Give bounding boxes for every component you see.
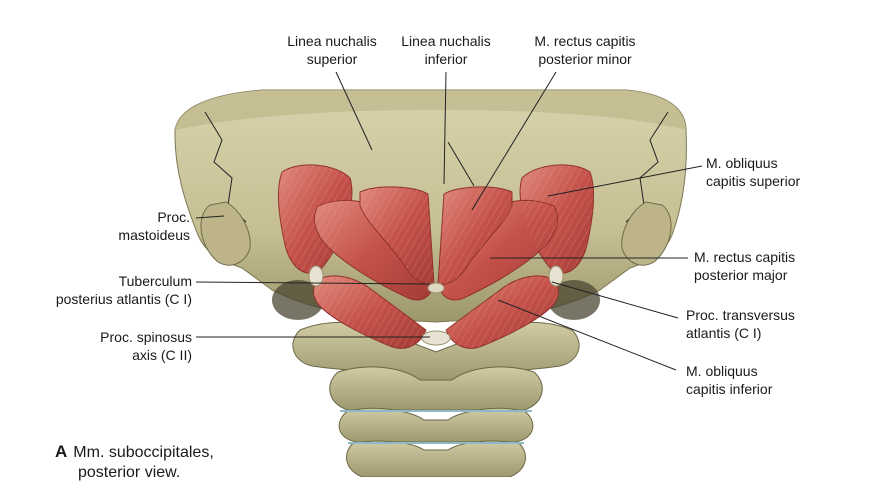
label-proc-transversus-atlantis: Proc. transversus atlantis (C I)	[686, 307, 795, 341]
vertebra-c3	[338, 407, 534, 443]
leader-rectus-minor	[471, 71, 557, 211]
caption-letter: A	[55, 442, 68, 461]
caption-line-2: posterior view.	[78, 464, 181, 481]
leader-linea-nuchalis-inferior-a	[443, 71, 447, 185]
caption-line-1: Mm. suboccipitales,	[73, 444, 214, 461]
leader-linea-nuchalis-inferior-b	[447, 141, 475, 187]
vertebra-c4	[346, 440, 526, 477]
foramen-shadow-left	[272, 280, 324, 320]
label-obliquus-capitis-inferior: M. obliquus capitis inferior	[686, 363, 773, 397]
leader-tuberculum	[195, 281, 431, 285]
axis-vertebra	[329, 366, 543, 411]
label-proc-spinosus-axis: Proc. spinosus axis (C II)	[100, 329, 192, 363]
label-linea-nuchalis-superior: Linea nuchalis superior	[287, 33, 377, 67]
atlas-tubercle	[427, 282, 445, 294]
left-mastoid-process	[200, 201, 251, 266]
skull-rim	[175, 90, 686, 130]
transverse-process-left-tendon	[308, 265, 324, 287]
transverse-process-right-tendon	[548, 265, 564, 287]
leader-lines	[195, 71, 703, 371]
label-tuberculum-posterius-atlantis: Tuberculum posterius atlantis (C I)	[55, 273, 192, 307]
label-rectus-capitis-posterior-major: M. rectus capitis posterior major	[694, 249, 796, 283]
leader-mastoid	[195, 215, 225, 219]
leader-linea-nuchalis-superior	[335, 71, 373, 151]
label-proc-mastoideus: Proc. mastoideus	[118, 209, 190, 243]
right-mastoid-process	[621, 201, 672, 266]
label-rectus-capitis-posterior-minor: M. rectus capitis posterior minor	[534, 33, 636, 67]
label-linea-nuchalis-inferior: Linea nuchalis inferior	[401, 33, 491, 67]
muscle-fiber-texture	[278, 164, 594, 349]
label-obliquus-capitis-superior: M. obliquus capitis superior	[706, 155, 801, 189]
foramen-shadow-right	[548, 280, 600, 320]
leader-proc-transversus	[551, 281, 679, 319]
spinous-process-tendon	[421, 330, 451, 346]
leader-obliquus-inferior	[497, 299, 677, 371]
leader-obliquus-superior	[547, 165, 703, 197]
